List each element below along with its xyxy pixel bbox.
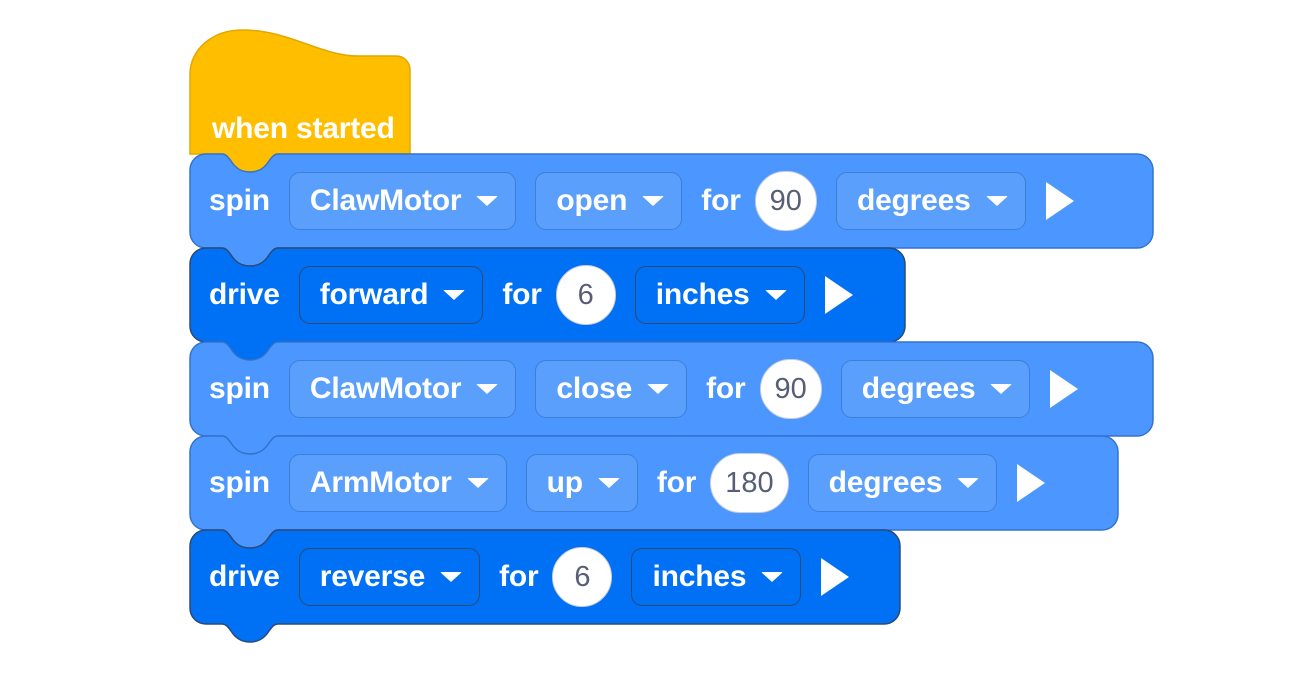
amount-input[interactable]: 90 [759,359,822,419]
direction-dropdown-label: forward [319,278,429,311]
spin-command-label: spin [209,372,270,405]
block-spin-clawmotor-open[interactable]: spin ClawMotor open for 90 [189,153,1154,267]
block-spin-armmotor-up[interactable]: spin ArmMotor up for 180 [189,435,1119,549]
unit-dropdown-label: inches [652,560,747,593]
direction-dropdown-label: close [556,372,633,405]
amount-input[interactable]: 6 [555,265,616,325]
amount-input[interactable]: 6 [552,547,613,607]
device-dropdown-label: ArmMotor [309,466,452,499]
device-dropdown-clawmotor[interactable]: ClawMotor [288,172,517,230]
spin-command-label: spin [209,184,270,217]
amount-value: 180 [725,466,774,499]
unit-dropdown-inches[interactable]: inches [631,548,802,606]
device-dropdown-armmotor[interactable]: ArmMotor [288,454,507,512]
unit-dropdown-degrees[interactable]: degrees [807,454,998,512]
play-icon [821,558,850,596]
direction-dropdown-label: open [556,184,628,217]
amount-value: 90 [774,372,807,405]
block-spin-clawmotor-close[interactable]: spin ClawMotor close for 90 [189,341,1154,455]
when-started-label: when started [212,112,395,145]
for-label: for [656,466,697,499]
amount-value: 90 [769,184,802,217]
chevron-down-icon [985,196,1008,206]
chevron-down-icon [764,290,787,300]
chevron-down-icon [466,478,489,488]
for-label: for [499,560,539,593]
amount-value: 6 [574,560,591,593]
play-icon [1045,182,1074,220]
chevron-down-icon [597,478,620,488]
unit-dropdown-label: degrees [828,466,943,499]
direction-dropdown-close[interactable]: close [535,360,688,418]
chevron-down-icon [647,384,670,394]
device-dropdown-label: ClawMotor [309,184,462,217]
drive-command-label: drive [209,560,280,593]
chevron-down-icon [440,572,463,582]
device-dropdown-label: ClawMotor [309,372,462,405]
unit-dropdown-degrees[interactable]: degrees [835,172,1026,230]
for-label: for [701,184,741,217]
chevron-down-icon [957,478,980,488]
direction-dropdown-up[interactable]: up [525,454,638,512]
unit-dropdown-label: degrees [856,184,971,217]
run-block-button[interactable] [1011,461,1051,505]
play-icon [824,276,853,314]
script-stack[interactable]: when started spin ClawMotor open [189,29,1154,643]
amount-input[interactable]: 90 [754,171,817,231]
drive-command-label: drive [209,278,280,311]
unit-dropdown-degrees[interactable]: degrees [840,360,1031,418]
run-block-button[interactable] [815,555,855,599]
direction-dropdown-reverse[interactable]: reverse [298,548,481,606]
play-icon [1017,464,1046,502]
block-when-started[interactable]: when started [189,29,411,173]
unit-dropdown-inches[interactable]: inches [634,266,805,324]
device-dropdown-clawmotor[interactable]: ClawMotor [288,360,517,418]
run-block-button[interactable] [1044,367,1084,411]
direction-dropdown-label: up [546,466,583,499]
block-drive-forward[interactable]: drive forward for 6 inches [189,247,1084,361]
amount-input[interactable]: 180 [710,453,789,513]
chevron-down-icon [990,384,1013,394]
for-label: for [706,372,746,405]
chevron-down-icon [642,196,665,206]
spin-command-label: spin [209,466,270,499]
chevron-down-icon [443,290,466,300]
run-block-button[interactable] [1040,179,1080,223]
direction-dropdown-open[interactable]: open [535,172,683,230]
direction-dropdown-label: reverse [319,560,426,593]
block-drive-reverse[interactable]: drive reverse for 6 inches [189,529,1084,643]
chevron-down-icon [761,572,784,582]
chevron-down-icon [476,384,499,394]
chevron-down-icon [476,196,499,206]
unit-dropdown-label: inches [655,278,750,311]
direction-dropdown-forward[interactable]: forward [298,266,484,324]
amount-value: 6 [577,278,594,311]
run-block-button[interactable] [819,273,859,317]
for-label: for [502,278,542,311]
play-icon [1050,370,1079,408]
unit-dropdown-label: degrees [861,372,976,405]
